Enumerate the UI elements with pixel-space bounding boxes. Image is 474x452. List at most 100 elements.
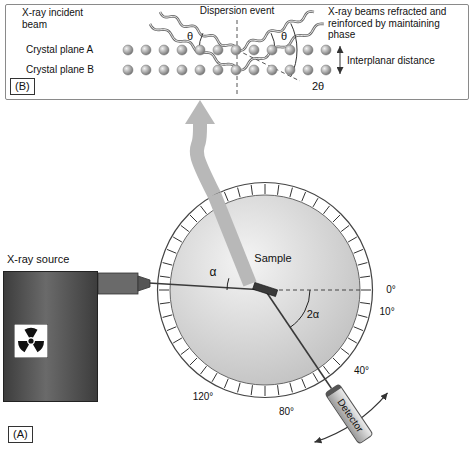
incident-beam xyxy=(157,284,265,290)
atom-dot xyxy=(123,45,133,55)
symbol-blade xyxy=(33,341,44,352)
sample-label: Sample xyxy=(254,252,291,265)
scale-tick xyxy=(323,366,329,374)
atom-dot xyxy=(321,65,331,75)
scale-label: 10° xyxy=(380,306,395,318)
symbol-ground xyxy=(14,324,48,358)
atom-dot xyxy=(249,65,259,75)
scale-label: 80° xyxy=(279,406,294,418)
angle-label: 2θ xyxy=(312,80,324,93)
detector-label: Detector xyxy=(335,397,366,435)
scale-tick xyxy=(181,225,189,231)
atom-dot xyxy=(177,65,187,75)
panel-letter: (B) xyxy=(10,78,35,95)
diffracted-beam xyxy=(265,290,325,380)
alpha-arc xyxy=(227,278,229,290)
scale-tick xyxy=(361,290,371,291)
beam-label: X-ray beams refracted and reinforced by … xyxy=(328,6,468,41)
atom-dot xyxy=(213,65,223,75)
zoom-arrow-tail xyxy=(214,195,250,284)
scale-tick xyxy=(173,237,182,242)
scale-tick xyxy=(159,290,169,291)
symbol-blade xyxy=(25,328,38,338)
distance-arrow xyxy=(340,46,341,74)
goniometer-drawing xyxy=(156,181,374,399)
scale-tick xyxy=(290,188,293,198)
x-ray-wave xyxy=(150,24,237,70)
scale-tick xyxy=(190,358,197,365)
source-nozzle-tip xyxy=(138,276,150,291)
atom-dot xyxy=(285,45,295,55)
callout-text: Dispersion event xyxy=(200,5,274,17)
x-ray-wave xyxy=(160,12,237,50)
scale-tick xyxy=(160,276,170,277)
scale-tick xyxy=(167,327,176,331)
atom-dot xyxy=(195,65,205,75)
scale-tick xyxy=(163,315,173,318)
scale-tick xyxy=(212,373,217,382)
scale-tick xyxy=(163,263,173,266)
atom-dot xyxy=(267,45,277,55)
atom-dot xyxy=(231,45,241,55)
atom-dot xyxy=(123,65,133,75)
scale-tick xyxy=(360,303,370,304)
x-ray-wave-core xyxy=(150,24,237,70)
scale-tick xyxy=(181,348,189,354)
atom-dot xyxy=(249,45,259,55)
scale-tick xyxy=(278,385,279,395)
scale-tick xyxy=(167,249,176,253)
scale-tick xyxy=(302,192,306,201)
atom-dot xyxy=(195,45,205,55)
atom-dot xyxy=(141,45,151,55)
scale-tick xyxy=(224,192,228,201)
scale-label: 120° xyxy=(193,391,214,403)
atom-dot xyxy=(267,65,277,75)
atom-dot xyxy=(303,45,313,55)
atom-dot xyxy=(177,45,187,55)
scale-tick xyxy=(313,373,318,382)
atom-dot xyxy=(159,65,169,75)
dimension-label: Interplanar distance xyxy=(347,55,435,67)
scale-tick xyxy=(341,225,349,231)
scale-tick xyxy=(354,327,363,331)
atom-dot xyxy=(213,45,223,55)
goniometer-circle: Sample xyxy=(156,181,374,399)
scale-tick xyxy=(290,383,293,393)
scale-tick xyxy=(333,358,340,365)
scale-tick xyxy=(251,385,252,395)
scale-tick xyxy=(323,206,329,214)
atom-dot xyxy=(285,65,295,75)
scale-ring xyxy=(158,183,373,398)
scale-tick xyxy=(341,348,349,354)
x-ray-source: X-ray source xyxy=(3,252,98,402)
goniometer-disc xyxy=(170,195,360,385)
angle-label: α xyxy=(210,266,217,280)
symbol-dot xyxy=(28,338,33,343)
atom-dot xyxy=(303,65,313,75)
sample-slab xyxy=(253,282,278,296)
radiation-symbol xyxy=(14,324,48,358)
atom-dot xyxy=(141,65,151,75)
scale-tick xyxy=(278,185,279,195)
scale-tick xyxy=(251,185,252,195)
diffracted-beam xyxy=(325,380,331,389)
scale-tick xyxy=(265,386,266,396)
source-label: X-ray source xyxy=(7,253,69,266)
normal-line xyxy=(237,20,238,97)
zero-line xyxy=(265,290,360,291)
scale-tick xyxy=(224,379,228,388)
x-ray-wave xyxy=(237,12,314,51)
angle-label: 2α xyxy=(307,308,319,321)
source-housing xyxy=(3,271,98,402)
scale-label: 40° xyxy=(354,365,369,377)
plane-label: Crystal plane A xyxy=(26,44,93,56)
x-ray-wave-core xyxy=(237,12,314,51)
scale-tick xyxy=(238,188,241,198)
scale-tick xyxy=(348,237,357,242)
symbol-blade xyxy=(18,341,29,352)
atom-dot xyxy=(321,45,331,55)
scale-tick xyxy=(333,215,340,222)
atom-dot xyxy=(231,65,241,75)
x-ray-wave-core xyxy=(160,12,237,50)
scale-label: 0° xyxy=(386,284,396,296)
